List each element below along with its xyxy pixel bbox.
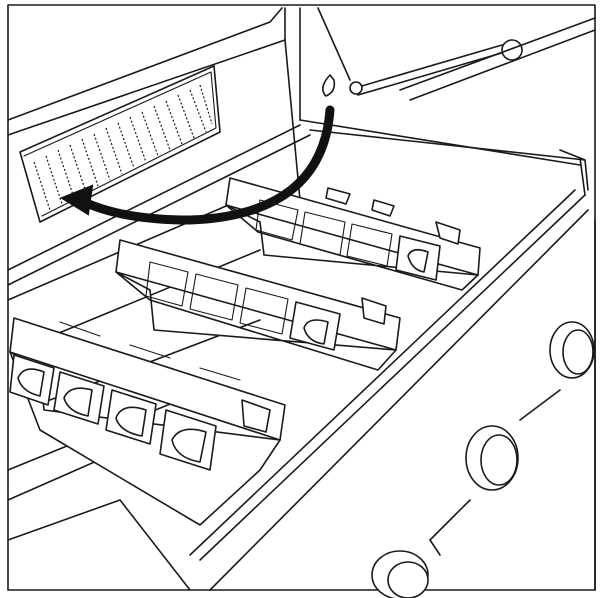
- tent-3-cutout-4: [171, 428, 207, 463]
- vent-slots: [33, 84, 213, 211]
- tent-2-end-cutout: [303, 319, 329, 345]
- tent-3-cutout-1: [17, 368, 45, 397]
- control-knob-1: [549, 321, 595, 379]
- control-knobs: [371, 321, 595, 598]
- heat-tent-2: [115, 239, 401, 371]
- tent-3-cutout-3: [115, 406, 147, 437]
- firebox-rear-wall: [7, 7, 581, 286]
- firebox-right-side: [189, 17, 596, 591]
- hook-icon: [322, 74, 336, 97]
- heat-tent-1: [225, 177, 481, 291]
- heat-tent-3: [9, 317, 286, 526]
- arrow-head-icon: [59, 184, 94, 216]
- tent-1-end-cutout: [407, 248, 429, 273]
- pin-head-icon: [349, 81, 363, 95]
- pin-ring-icon: [501, 39, 523, 61]
- lid-pin-assembly: [317, 7, 523, 97]
- tent-3-cutout-2: [63, 387, 93, 417]
- removal-arrow: [59, 105, 335, 225]
- control-knob-3: [371, 550, 429, 598]
- rear-vent-panel: [19, 65, 221, 223]
- control-knob-2: [465, 425, 519, 491]
